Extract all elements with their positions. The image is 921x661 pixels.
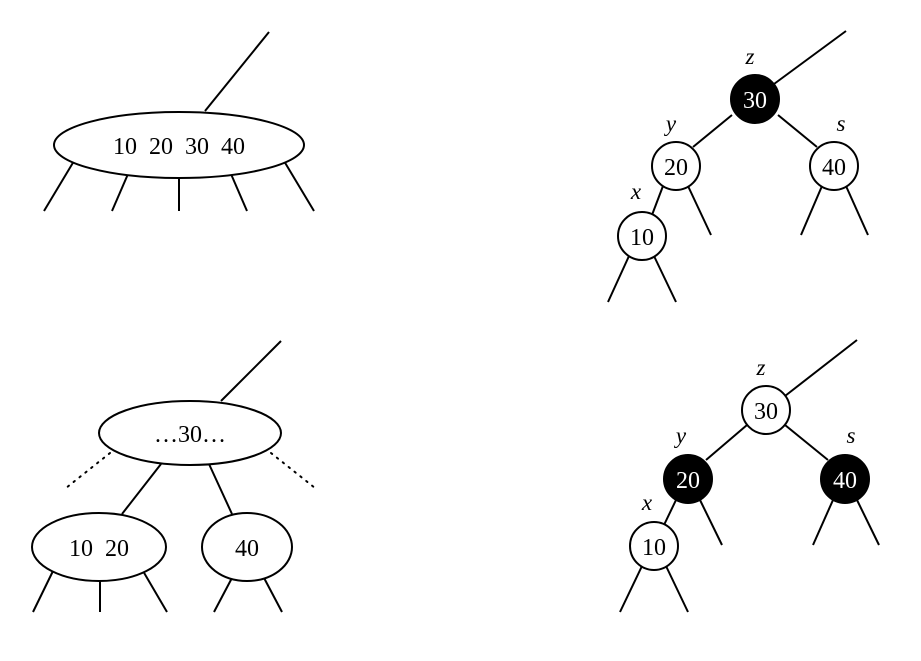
child-edge — [111, 173, 129, 212]
rb-node-key: 10 — [630, 225, 654, 251]
tree-edge — [784, 424, 829, 461]
rb-node-y — [651, 141, 701, 191]
tree-edge — [692, 114, 733, 148]
rb-node-s — [820, 454, 870, 504]
child-edge — [230, 173, 248, 212]
btree-node-keys: 10 20 30 40 — [113, 134, 245, 160]
btree-right-child — [201, 512, 293, 582]
rb-node-label: z — [756, 355, 766, 380]
rb-node-y — [663, 454, 713, 504]
child-edge — [687, 185, 712, 236]
tree-edge — [705, 424, 748, 461]
rb-node-key: 30 — [754, 399, 778, 425]
rb-node-z — [741, 385, 791, 435]
child-edge — [607, 255, 630, 303]
child-edge — [845, 185, 869, 236]
child-edge — [142, 570, 168, 613]
tree-edge — [121, 463, 162, 515]
rb-node-x — [629, 521, 679, 571]
rb-node-x — [617, 211, 667, 261]
rb-node-label: s — [837, 111, 846, 136]
child-edge — [812, 499, 834, 546]
child-edge — [283, 160, 315, 212]
dotted-edge — [270, 452, 316, 489]
parent-edge — [784, 339, 858, 397]
rb-node-key: 20 — [676, 468, 700, 494]
btree-parent-keys: …30… — [154, 422, 226, 448]
rb-node-s — [809, 141, 859, 191]
rb-node-key: 20 — [664, 155, 688, 181]
rb-node-label: x — [630, 179, 642, 204]
tree-edge — [663, 499, 677, 526]
tree-edge — [777, 114, 818, 148]
btree-top-left: 10 20 30 40 — [43, 31, 315, 212]
tree-edge — [208, 463, 233, 515]
parent-edge — [220, 340, 282, 402]
child-edge — [43, 160, 75, 212]
rb-tree-before: 30 z 20 y 40 s 10 x — [607, 30, 869, 303]
rb-node-label: z — [745, 44, 755, 69]
rb-node-label: s — [847, 423, 856, 448]
rb-node-label: x — [641, 490, 653, 515]
btree-right-child-keys: 40 — [235, 536, 259, 562]
parent-edge — [773, 30, 847, 85]
rb-node-label: y — [664, 111, 677, 136]
btree-left-child-keys: 10 20 — [69, 536, 129, 562]
btree-node — [53, 111, 305, 179]
child-edge — [213, 575, 234, 613]
btree-bottom-left: …30… 10 20 40 — [31, 340, 316, 613]
child-edge — [32, 570, 54, 613]
child-edge — [665, 565, 689, 613]
rb-node-key: 30 — [743, 88, 767, 114]
rb-node-z — [730, 74, 780, 124]
parent-edge — [204, 31, 270, 112]
child-edge — [699, 499, 723, 546]
rb-node-key: 10 — [642, 535, 666, 561]
rb-tree-after: 30 z 20 y 40 s 10 x — [619, 339, 880, 613]
btree-parent-node — [98, 400, 282, 466]
child-edge — [856, 499, 880, 546]
rb-node-label: y — [674, 423, 687, 448]
rb-node-key: 40 — [822, 155, 846, 181]
child-edge — [653, 255, 677, 303]
rb-node-key: 40 — [833, 468, 857, 494]
child-edge — [262, 575, 283, 613]
child-edge — [800, 185, 823, 236]
tree-edge — [651, 185, 664, 216]
dotted-edge — [65, 452, 111, 489]
child-edge — [619, 565, 643, 613]
btree-left-child — [31, 512, 167, 582]
